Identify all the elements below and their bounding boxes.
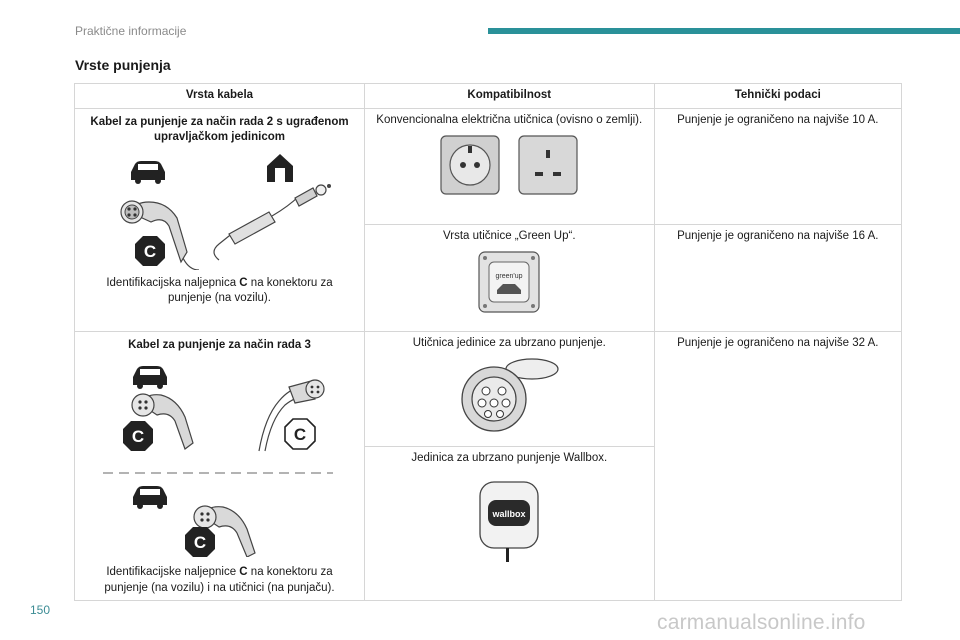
svg-text:C: C: [144, 242, 156, 261]
mode3-cable-illustration: C C: [103, 366, 334, 558]
table-row: Vrsta utičnice „Green Up“. green'up Punj…: [75, 223, 903, 332]
caption-text: na konektoru za punjenje (na vozilu).: [168, 276, 333, 305]
vehicle-connector-icon: [193, 505, 257, 558]
house-icon: [267, 153, 294, 182]
greenup-socket-illustration: green'up: [478, 251, 540, 313]
car-icon: [131, 160, 166, 184]
household-socket-illustration: [440, 135, 578, 195]
identification-label-c-outline-icon: C: [284, 418, 317, 450]
greenup-logo-text: green'up: [496, 273, 523, 280]
tech-32a-cell: Punjenje je ograničeno na najviše 32 A.: [653, 330, 903, 602]
household-socket-text: Konvencionalna električna utičnica (ovis…: [376, 113, 643, 126]
uk-socket-icon: [518, 135, 578, 195]
caption-text: Identifikacijska naljepnica: [106, 276, 240, 289]
mode2-cable-illustration: C: [120, 153, 332, 270]
watermark[interactable]: carmanualsonline.info: [657, 611, 866, 634]
mode3-cable-title: Kabel za punjenje za način rada 3: [128, 338, 311, 351]
control-box-cable-icon: [213, 183, 332, 261]
table-header-row: Vrsta kabela Kompatibilnost Tehnički pod…: [74, 83, 903, 109]
table-row: Kabel za punjenje za način rada 3: [74, 330, 903, 602]
identification-label-c-icon: C: [123, 421, 154, 452]
wallbox-text: Jedinica za ubrzano punjenje Wallbox.: [411, 451, 608, 464]
car-icon: [133, 366, 168, 390]
wallbox-logo-text: wallbox: [492, 509, 526, 519]
tech-16a-cell: Punjenje je ograničeno na najviše 16 A.: [653, 223, 903, 332]
charger-connector-icon: [258, 379, 326, 452]
greenup-socket-icon: green'up: [478, 251, 540, 313]
greenup-socket-cell: Vrsta utičnice „Green Up“. green'up: [363, 223, 655, 332]
section-label: Praktične informacije: [75, 24, 187, 38]
page-title: Vrste punjenja: [75, 57, 171, 73]
schuko-socket-icon: [440, 135, 500, 195]
svg-text:C: C: [194, 533, 206, 552]
caption-text: Identifikacijske naljepnice: [106, 566, 240, 579]
header-technical-data: Tehnički podaci: [653, 83, 903, 109]
svg-text:C: C: [294, 425, 306, 444]
mode2-cable-cell: Kabel za punjenje za način rada 2 s ugra…: [74, 107, 365, 332]
caption-label-mark: C: [239, 276, 248, 289]
wallbox-illustration: wallbox: [479, 481, 539, 563]
tech-10a-cell: Punjenje je ograničeno na najviše 10 A.: [653, 107, 903, 225]
mode2-cable-title: Kabel za punjenje za način rada 2 s ugra…: [90, 115, 349, 144]
fast-charge-socket-cell: Utičnica jedinice za ubrzano punjenje.: [363, 330, 655, 447]
table-row: Kabel za punjenje za način rada 2 s ugra…: [74, 107, 903, 332]
mode2-label-caption: Identifikacijska naljepnica C na konekto…: [85, 276, 354, 307]
vehicle-connector-icon: [131, 393, 195, 450]
tech-10a-text: Punjenje je ograničeno na najviše 10 A.: [677, 113, 879, 126]
tech-32a-text: Punjenje je ograničeno na najviše 32 A.: [677, 336, 879, 349]
identification-label-c-icon: C: [135, 235, 166, 266]
page-number: 150: [30, 603, 51, 617]
svg-text:C: C: [132, 427, 144, 446]
fast-charge-socket-text: Utičnica jedinice za ubrzano punjenje.: [412, 336, 606, 349]
wallbox-cell: Jedinica za ubrzano punjenje Wallbox. wa…: [363, 445, 655, 602]
mode3-label-caption: Identifikacijske naljepnice C na konekto…: [85, 565, 354, 596]
header-cable-type: Vrsta kabela: [74, 83, 365, 109]
charging-types-table: Vrsta kabela Kompatibilnost Tehnički pod…: [74, 83, 903, 602]
header-compatibility: Kompatibilnost: [363, 83, 655, 109]
vehicle-connector-icon: [120, 199, 200, 270]
fast-charge-socket-icon: [461, 358, 559, 432]
greenup-socket-text: Vrsta utičnice „Green Up“.: [443, 229, 576, 242]
tech-16a-text: Punjenje je ograničeno na najviše 16 A.: [677, 229, 879, 242]
caption-text: na konektoru za punjenje (na vozilu) i n…: [104, 566, 335, 594]
fast-charge-socket-illustration: [461, 358, 559, 432]
household-socket-cell: Konvencionalna električna utičnica (ovis…: [363, 107, 655, 225]
identification-label-c-icon: C: [185, 527, 216, 558]
wallbox-charger-icon: wallbox: [479, 481, 539, 563]
mode3-cable-cell: Kabel za punjenje za način rada 3: [74, 330, 365, 602]
car-icon: [133, 486, 168, 510]
header-accent-bar: [488, 28, 960, 34]
caption-label-mark: C: [239, 566, 248, 579]
table-row: Jedinica za ubrzano punjenje Wallbox. wa…: [75, 445, 902, 602]
